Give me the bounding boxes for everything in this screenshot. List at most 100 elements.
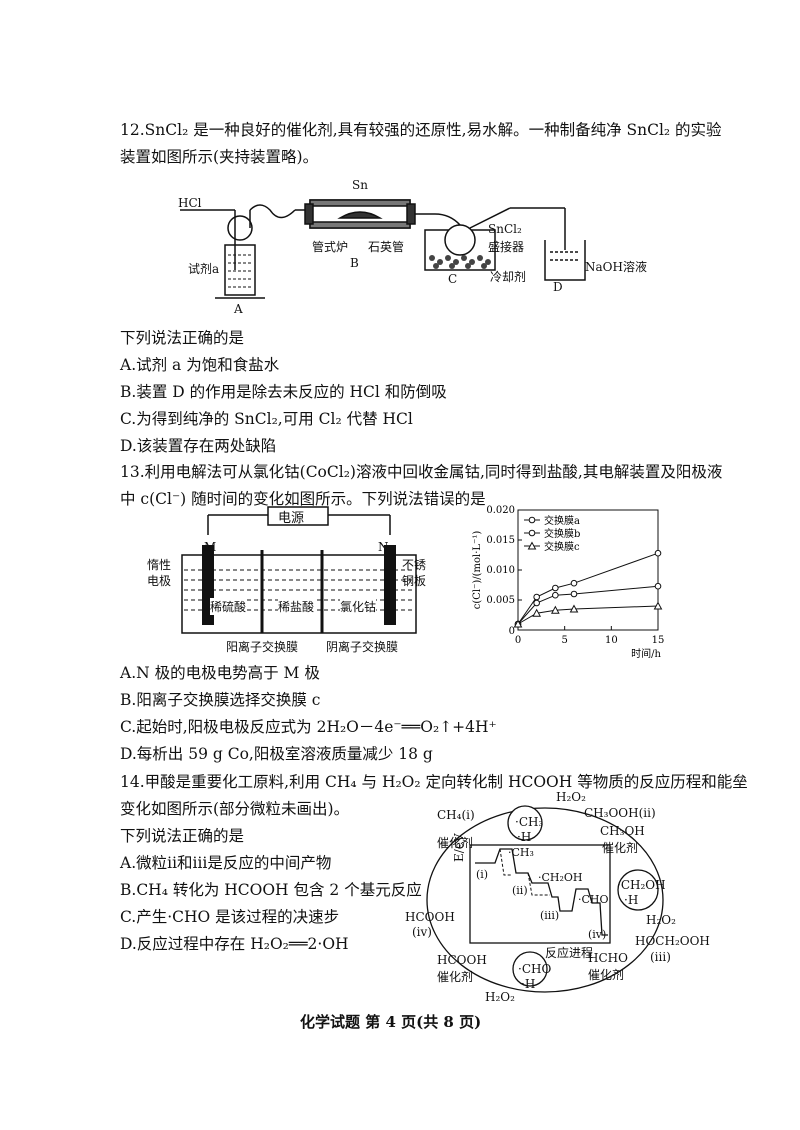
q14-option-d: D.反应过程中存在 H₂O₂══2·OH <box>120 935 349 953</box>
y-tick-label: 0.020 <box>486 505 515 516</box>
cycle-ch2oh-h: ·H <box>624 893 639 907</box>
label-steel-2: 钢板 <box>402 574 427 588</box>
cycle-catalyst-4: 催化剂 <box>437 970 474 984</box>
label-quartz: 石英管 <box>368 240 405 254</box>
beaker-d <box>544 240 586 281</box>
energy-ch3: ·CH₃ <box>508 846 534 859</box>
label-solution-2: 稀盐酸 <box>278 598 315 615</box>
series-point-3 <box>532 608 542 617</box>
cycle-ch2oh: ·CH₂OH <box>617 878 666 892</box>
cycle-catalyst-3: 催化剂 <box>588 968 625 982</box>
label-sn: Sn <box>352 178 368 192</box>
coolant-pellets <box>429 255 491 269</box>
label-steel-1: 不锈 <box>402 558 427 572</box>
energy-i: (i) <box>476 868 489 881</box>
liquid-a <box>228 254 252 288</box>
label-furnace: 管式炉 <box>312 240 349 254</box>
q14-option-c: C.产生·CHO 是该过程的决速步 <box>120 908 340 926</box>
label-reagent-a: 试剂a <box>188 262 220 276</box>
label-c: C <box>448 272 458 286</box>
q12-stem-line1: 12.SnCl₂ 是一种良好的催化剂,具有较强的还原性,易水解。一种制备纯净 S… <box>120 121 722 139</box>
y-axis-label: c(Cl⁻)/(mol·L⁻¹) <box>472 531 483 610</box>
x-tick-label: 10 <box>605 635 618 646</box>
cycle-ch3oh: CH₃OH <box>600 824 645 838</box>
series-point-2 <box>654 582 662 590</box>
q12-stem-line2: 装置如图所示(夹持装置略)。 <box>120 148 319 166</box>
tube-furnace-b <box>304 199 435 229</box>
series-point-1 <box>570 579 578 587</box>
series-point-3 <box>550 605 560 614</box>
q13-stem-line2: 中 c(Cl⁻) 随时间的变化如图所示。下列说法错误的是 <box>120 490 486 508</box>
q12-option-d: D.该装置存在两处缺陷 <box>120 437 277 455</box>
q12-option-a: A.试剂 a 为饱和食盐水 <box>120 356 280 374</box>
label-a: A <box>234 302 243 316</box>
series-point-1 <box>654 549 662 557</box>
reaction-cycle-figure <box>426 805 664 993</box>
page-footer: 化学试题 第 4 页(共 8 页) <box>300 1013 482 1031</box>
energy-ch2oh: ·CH₂OH <box>538 871 583 884</box>
cycle-ch3ooh: CH₃OOH(ii) <box>584 806 656 820</box>
label-sncl2-2: 盛接器 <box>488 240 525 254</box>
label-power: 电源 <box>278 511 305 526</box>
cycle-catalyst-1: 催化剂 <box>437 836 474 850</box>
cycle-hcooh: HCOOH <box>405 910 455 924</box>
cycle-cho-h: ·H <box>521 977 536 991</box>
q14-option-a: A.微粒ⅱ和ⅲ是反应的中间产物 <box>120 854 332 872</box>
legend-label-1: 交换膜a <box>544 514 580 527</box>
cycle-hcho: HCHO <box>588 951 628 965</box>
origin-label: 0 <box>509 626 515 637</box>
cycle-iv: (iv) <box>412 925 432 939</box>
y-tick-label: 0.010 <box>486 565 515 576</box>
x-tick-label: 5 <box>561 635 567 646</box>
energy-iv: (iv) <box>588 928 607 941</box>
q13-option-c: C.起始时,阳极电极反应式为 2H₂O－4e⁻══O₂↑+4H⁺ <box>120 718 497 736</box>
q14-stem-line1: 14.甲酸是重要化工原料,利用 CH₄ 与 H₂O₂ 定向转化制 HCOOH 等… <box>120 773 748 791</box>
cycle-iii: (iii) <box>650 950 671 964</box>
q12-option-c: C.为得到纯净的 SnCl₂,可用 Cl₂ 代替 HCl <box>120 410 413 428</box>
label-m: M <box>204 540 217 554</box>
plot-frame <box>517 509 659 631</box>
q13-option-a: A.N 极的电极电势高于 M 极 <box>120 664 320 682</box>
legend-marker-3 <box>527 541 537 550</box>
x-axis-label: 时间/h <box>631 647 661 660</box>
cycle-h2o2-3: H₂O₂ <box>485 990 515 1004</box>
electrode-n <box>384 545 396 625</box>
series-point-1 <box>552 584 559 592</box>
label-coolant: 冷却剂 <box>490 270 527 284</box>
energy-ii: (ii) <box>512 884 528 897</box>
q14-option-b: B.CH₄ 转化为 HCOOH 包含 2 个基元反应 <box>120 881 422 899</box>
q13-option-d: D.每析出 59 g Co,阳极室溶液质量减少 18 g <box>120 745 433 763</box>
x-tick-label: 0 <box>515 635 521 646</box>
y-tick-label: 0.015 <box>486 535 515 546</box>
label-membrane-1: 阳离子交换膜 <box>226 640 299 654</box>
legend-marker-1 <box>528 516 536 524</box>
q12-option-b: B.装置 D 的作用是除去未反应的 HCl 和防倒吸 <box>120 383 447 401</box>
label-membrane-2: 阴离子交换膜 <box>326 640 399 654</box>
q13-option-b: B.阳离子交换膜选择交换膜 c <box>120 691 321 709</box>
label-hcl: HCl <box>178 196 202 210</box>
legend-label-2: 交换膜b <box>544 527 580 540</box>
cycle-ch4: CH₄(i) <box>437 808 475 822</box>
series-point-2 <box>533 599 540 607</box>
label-sncl2-1: SnCl₂ <box>488 222 522 236</box>
q14-stem-line2: 变化如图所示(部分微粒未画出)。 <box>120 800 350 818</box>
series-point-3 <box>653 601 663 610</box>
label-b: B <box>350 256 359 270</box>
cycle-h2o2-2: H₂O₂ <box>646 913 676 927</box>
apparatus-a <box>180 204 310 299</box>
label-inert-2: 电极 <box>147 574 172 588</box>
series-point-3 <box>569 604 579 613</box>
label-inert-1: 惰性 <box>147 558 172 572</box>
energy-cho: ·CHO <box>578 893 609 906</box>
legend-label-3: 交换膜c <box>544 540 580 553</box>
q13-stem-line1: 13.利用电解法可从氯化钴(CoCl₂)溶液中回收金属钴,同时得到盐酸,其电解装… <box>120 463 723 481</box>
cycle-ch3-h: ·H <box>517 830 532 844</box>
progress-axis-label: 反应进程 <box>545 946 594 960</box>
collector-c <box>424 207 566 271</box>
y-tick-label: 0.005 <box>486 595 515 606</box>
energy-iii: (iii) <box>540 909 560 922</box>
label-n: N <box>378 540 389 554</box>
cycle-h2o2-1: H₂O₂ <box>556 790 586 804</box>
electrolysis-cell-figure <box>181 506 417 634</box>
